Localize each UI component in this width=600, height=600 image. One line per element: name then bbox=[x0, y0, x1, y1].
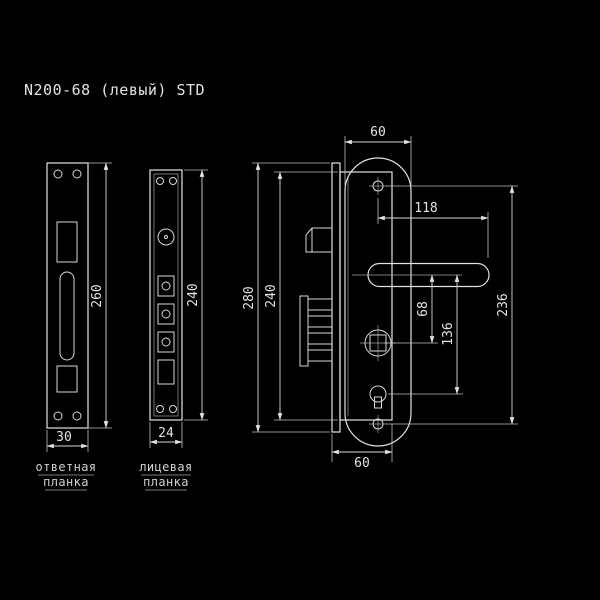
bolt-slot bbox=[59, 271, 75, 361]
lower-cutout bbox=[56, 365, 78, 393]
overall-height-dim: 280 bbox=[242, 286, 257, 309]
escutcheon-plate bbox=[344, 157, 412, 447]
handle-length-dim: 118 bbox=[414, 201, 437, 216]
screw-distance-dim: 236 bbox=[496, 293, 511, 316]
strike-plate-caption-line1: ответная bbox=[36, 460, 97, 474]
face-plate-caption-line2: планка bbox=[143, 475, 189, 489]
screw-hole-icon bbox=[53, 411, 63, 421]
mid-height-dim: 136 bbox=[441, 322, 456, 345]
deadbolt-tooth bbox=[307, 349, 333, 362]
cylinder-opening bbox=[157, 228, 175, 246]
keyhole-icon bbox=[369, 385, 387, 403]
opening-hole bbox=[161, 337, 171, 347]
deadbolt-tooth bbox=[307, 315, 333, 328]
lock-body bbox=[299, 157, 490, 447]
face-plate: 240 24 лицевая планка bbox=[139, 169, 208, 491]
face-width-dim: 24 bbox=[158, 426, 174, 441]
plate-width-dim: 60 bbox=[370, 125, 386, 140]
latch-cutout bbox=[56, 221, 78, 263]
bolt-opening bbox=[157, 331, 175, 353]
lock-front-plate bbox=[331, 162, 341, 433]
strike-plate-outline bbox=[46, 162, 89, 429]
axis-distance-dim: 68 bbox=[416, 301, 431, 317]
strike-width-dim: 30 bbox=[56, 430, 72, 445]
strike-plate-caption-line2: планка bbox=[43, 475, 89, 489]
screw-hole-icon bbox=[156, 405, 164, 413]
face-plate-caption-line1: лицевая bbox=[139, 460, 192, 474]
case-height-dim: 240 bbox=[264, 284, 279, 307]
face-plate-inner-line bbox=[153, 173, 179, 417]
deadbolt-tooth bbox=[307, 298, 333, 311]
screw-hole-icon bbox=[72, 411, 82, 421]
screw-hole-icon bbox=[53, 169, 63, 179]
case-width-dim: 60 bbox=[354, 456, 370, 471]
lower-opening bbox=[157, 359, 175, 385]
screw-hole-icon bbox=[169, 405, 177, 413]
opening-hole bbox=[161, 281, 171, 291]
opening-hole bbox=[161, 309, 171, 319]
face-height-dim: 240 bbox=[186, 283, 201, 306]
latch-bolt bbox=[305, 227, 332, 253]
screw-hole-icon bbox=[169, 177, 177, 185]
latch-opening bbox=[157, 275, 175, 297]
deadbolt-tooth bbox=[307, 332, 333, 345]
bolt-opening bbox=[157, 303, 175, 325]
strike-height-dim: 260 bbox=[90, 284, 105, 307]
face-plate-outline bbox=[149, 169, 183, 421]
screw-hole-icon bbox=[72, 169, 82, 179]
center-mark bbox=[164, 235, 168, 239]
strike-plate: 260 30 ответная планка bbox=[36, 162, 112, 491]
keyhole-slot bbox=[374, 396, 382, 409]
lock-case bbox=[339, 171, 393, 421]
deadbolt-head bbox=[299, 295, 309, 367]
screw-hole-icon bbox=[156, 177, 164, 185]
lock-body-dimensions: 280 240 60 118 68 136 236 60 bbox=[242, 125, 518, 471]
drawing-title: N200-68 (левый) STD bbox=[24, 81, 205, 99]
